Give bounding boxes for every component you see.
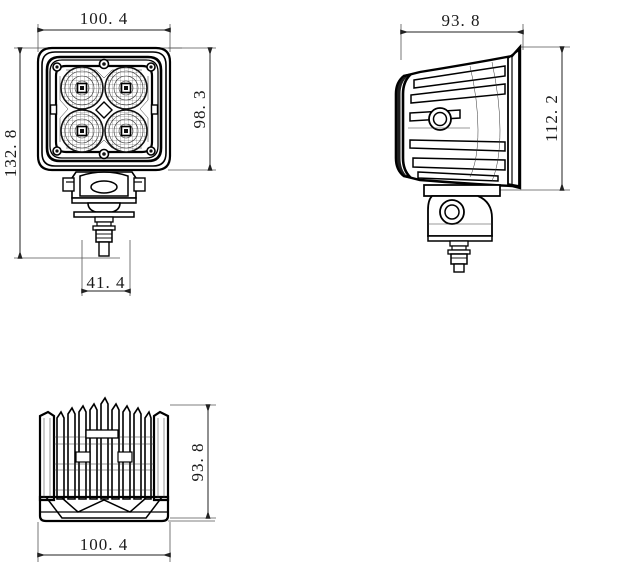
led-reflector-top-left — [60, 66, 104, 110]
front-view: 100. 4 132. 8 98. 3 41. 4 — [1, 9, 216, 296]
bottom-view-tie-bars — [54, 429, 154, 491]
side-mount-stud — [447, 240, 471, 273]
dimension-front-width-label: 100. 4 — [80, 9, 129, 28]
led-reflector-bottom-left — [60, 109, 104, 153]
front-view-mount-bracket — [62, 171, 146, 257]
bottom-view-fins — [56, 396, 152, 500]
side-view-mount-bracket — [423, 184, 501, 273]
dimension-bottom-height-label: 93. 8 — [188, 443, 207, 482]
bottom-view: 93. 8 100. 4 — [37, 396, 216, 562]
dimension-side-height-label: 112. 2 — [542, 94, 561, 142]
dimension-front-total-height-label: 132. 8 — [1, 129, 20, 178]
led-reflector-bottom-right — [104, 109, 148, 153]
side-view: 93. 8 112. 2 — [394, 11, 570, 273]
bracket-right-knob — [133, 177, 146, 192]
dimension-bottom-width-label: 100. 4 — [80, 535, 129, 554]
bracket-left-knob — [62, 177, 75, 192]
front-bezel-screws — [49, 58, 159, 160]
bottom-view-heatsink — [38, 396, 170, 523]
front-mount-stud — [92, 216, 116, 257]
dimension-front-housing-height: 98. 3 — [190, 47, 213, 171]
dimension-bottom-width: 100. 4 — [37, 535, 171, 558]
side-view-housing — [394, 43, 522, 190]
dimension-front-width: 100. 4 — [37, 9, 171, 33]
dimension-side-depth-label: 93. 8 — [442, 11, 481, 30]
dimension-front-bracket-width-label: 41. 4 — [87, 273, 126, 292]
side-pivot-boss — [428, 107, 452, 131]
dimension-front-housing-height-label: 98. 3 — [190, 90, 209, 129]
dimension-side-height: 112. 2 — [542, 46, 565, 191]
dimension-bottom-height: 93. 8 — [188, 404, 211, 519]
dimension-front-total-height: 132. 8 — [1, 47, 23, 259]
front-view-housing — [36, 46, 172, 172]
dimension-front-bracket-width: 41. 4 — [81, 273, 131, 294]
dimension-side-depth: 93. 8 — [400, 11, 524, 35]
led-reflector-top-right — [104, 66, 148, 110]
